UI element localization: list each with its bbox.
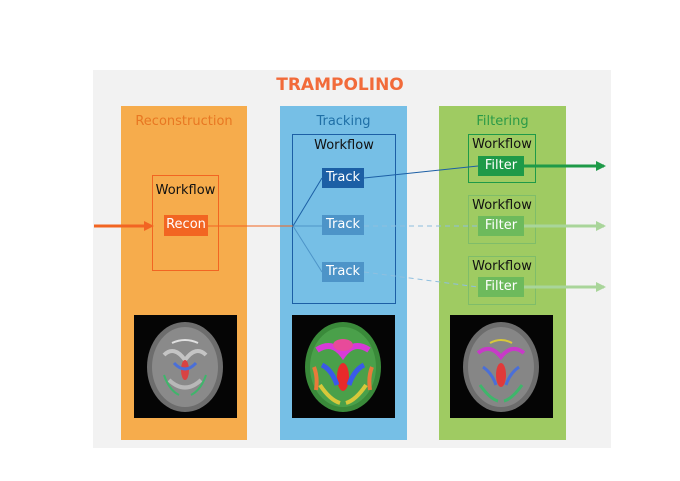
recon-workflow-label: Workflow xyxy=(155,183,216,198)
filter-node-1: Filter xyxy=(478,156,524,176)
input-arrow-head xyxy=(144,221,154,231)
reconstruction-column-label: Reconstruction xyxy=(135,114,233,129)
tracking-workflow-box xyxy=(292,134,396,304)
filter-workflow-box-1 xyxy=(468,134,536,183)
brain-scan-tractography-icon xyxy=(292,315,395,418)
fan-to-track-3 xyxy=(292,225,323,273)
fan-to-track-1 xyxy=(292,177,323,227)
tracking-column-label: Tracking xyxy=(316,114,371,129)
filter-workflow-box-2 xyxy=(468,195,536,244)
track3-to-filter3 xyxy=(363,271,479,288)
tracking-workflow-label: Workflow xyxy=(314,138,374,153)
diagram-title: TRAMPOLINO xyxy=(276,75,404,95)
track-node-3: Track xyxy=(322,262,364,282)
filter-workflow-label-1: Workflow xyxy=(472,137,532,152)
filter-workflow-box-3 xyxy=(468,256,536,305)
track1-to-filter1 xyxy=(363,165,479,179)
brain-scan-filtered-icon xyxy=(450,315,553,418)
track-node-2: Track xyxy=(322,215,364,235)
filtering-column-label: Filtering xyxy=(476,114,529,129)
filter-workflow-label-2: Workflow xyxy=(472,198,532,213)
recon-workflow-box xyxy=(152,175,219,271)
filter-node-2: Filter xyxy=(478,216,524,236)
recon-node: Recon xyxy=(164,215,208,236)
filter-workflow-label-3: Workflow xyxy=(472,259,532,274)
brain-scan-reconstruction-icon xyxy=(134,315,237,418)
filter-node-3: Filter xyxy=(478,277,524,297)
track-node-1: Track xyxy=(322,168,364,188)
